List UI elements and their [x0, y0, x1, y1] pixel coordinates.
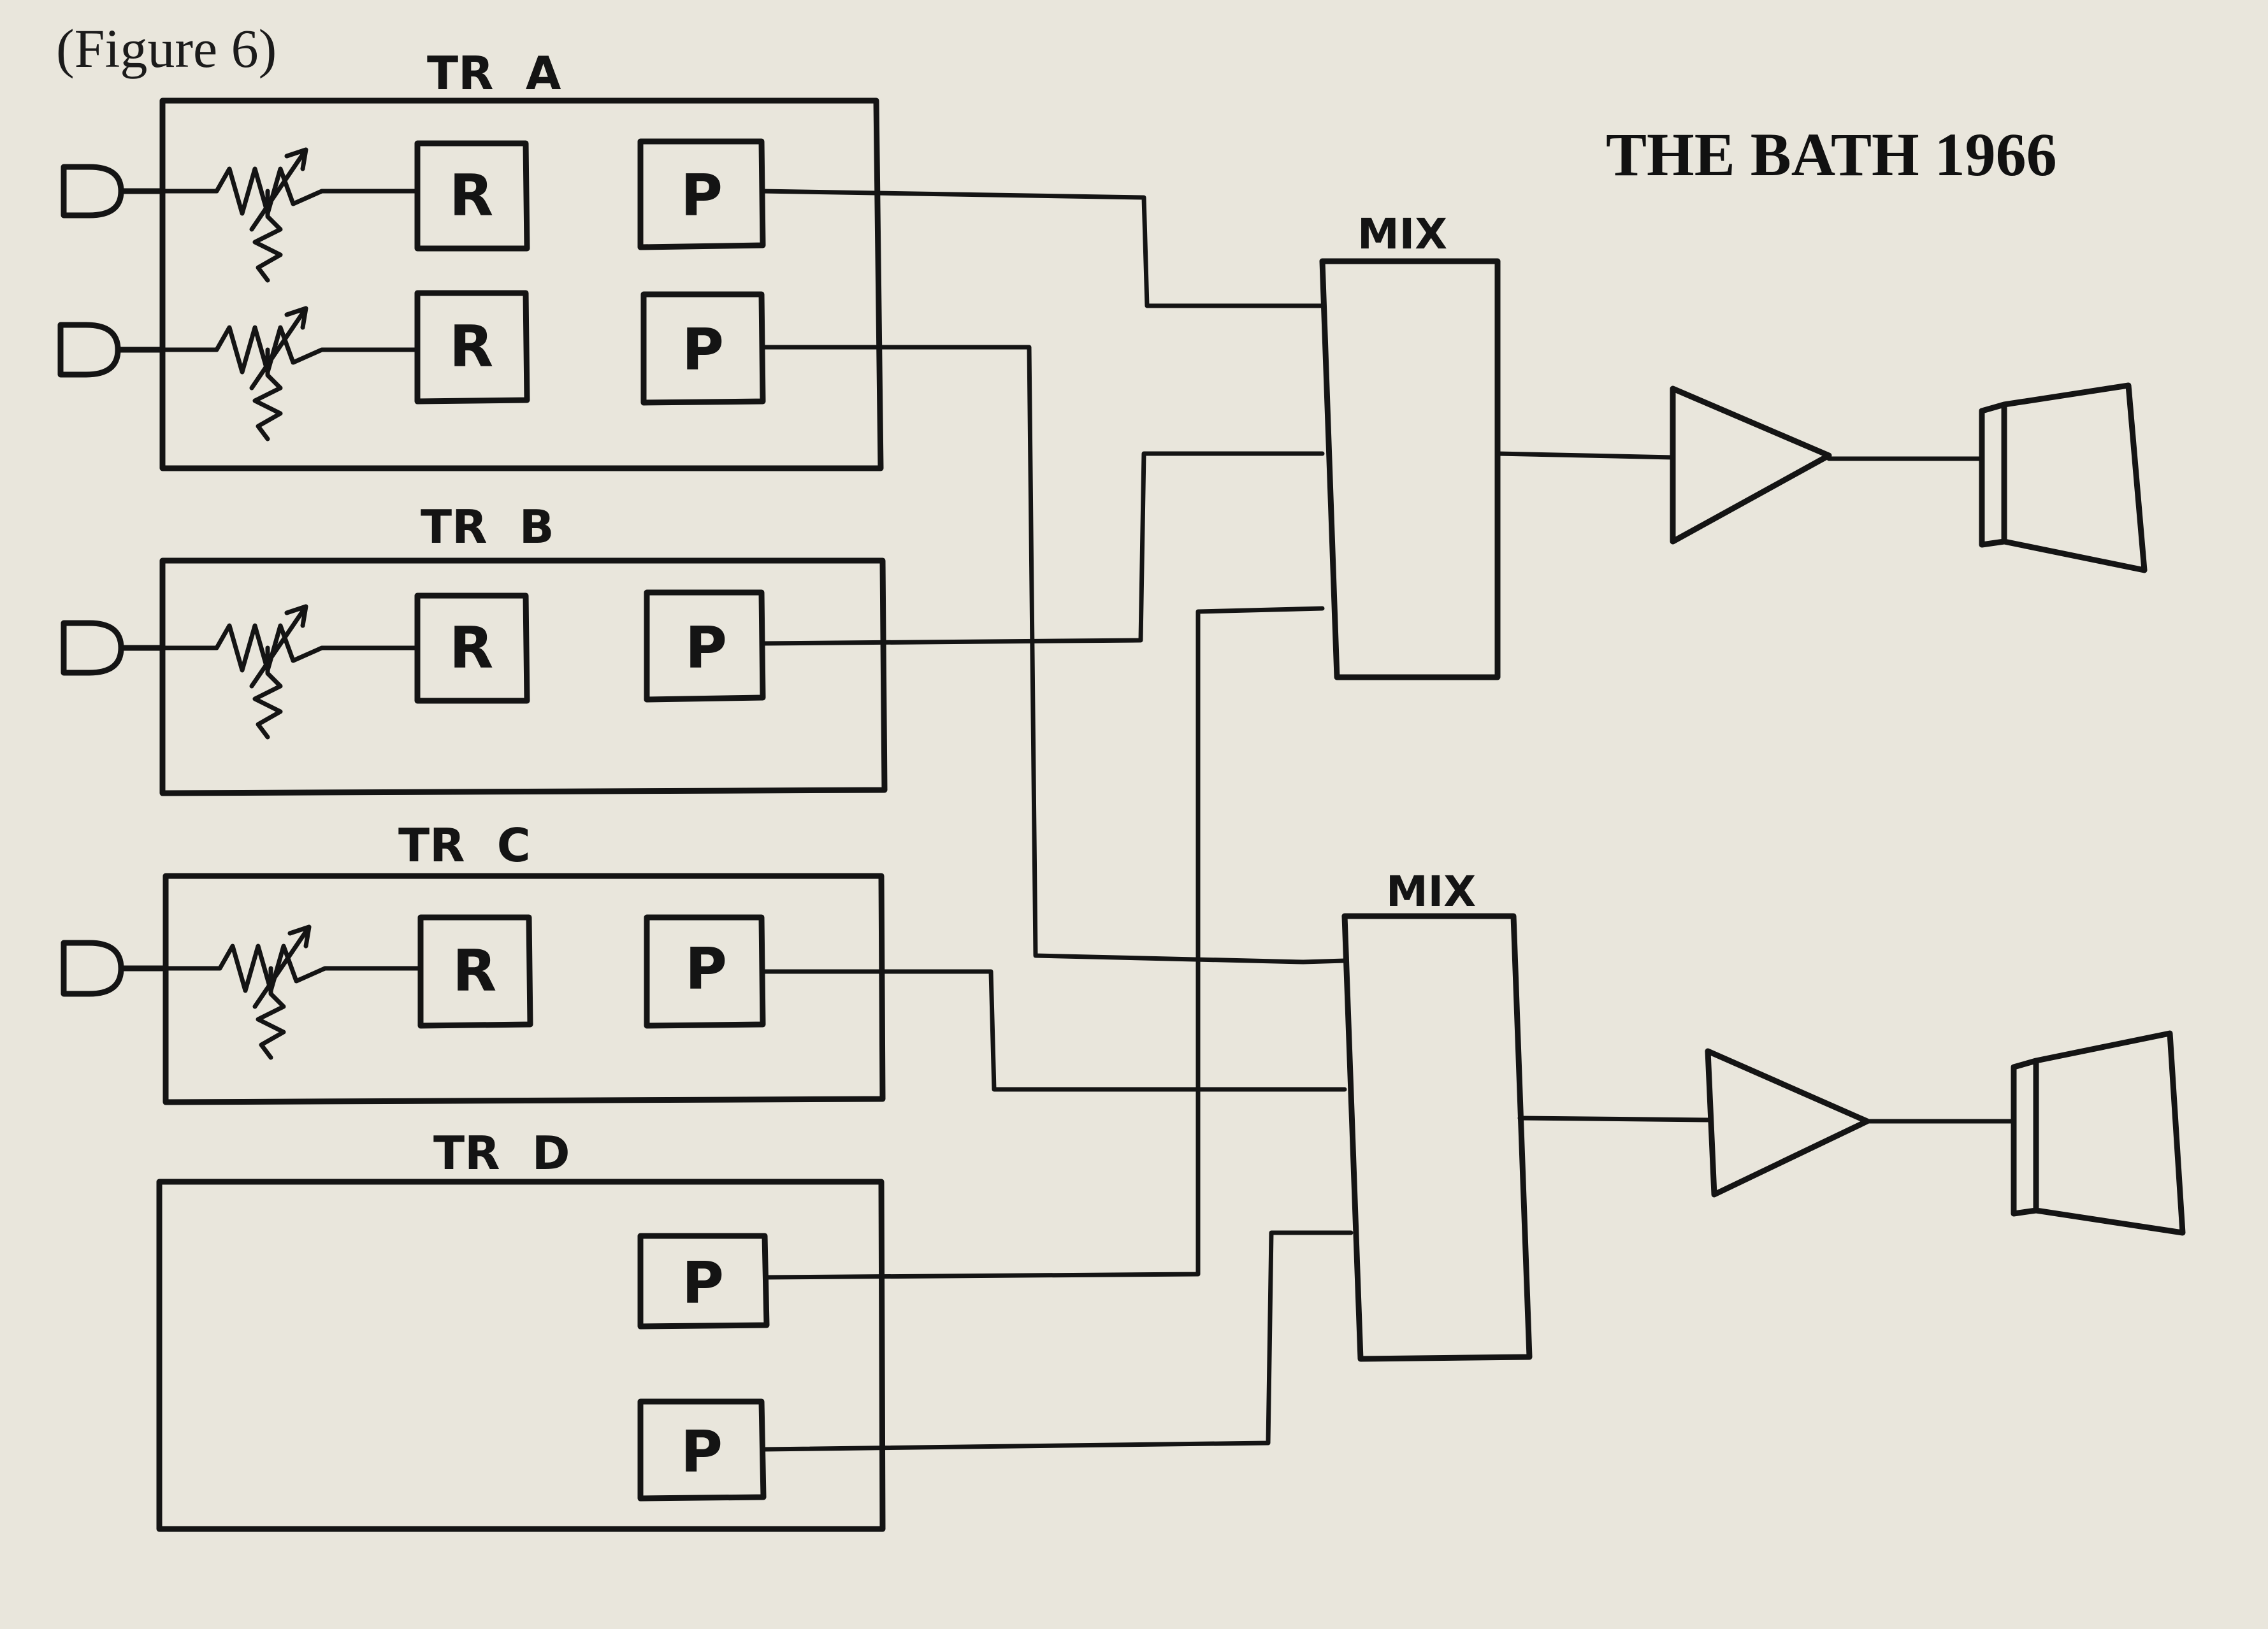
svg-text:MIX: MIX	[1357, 210, 1447, 259]
svg-text:P: P	[682, 1250, 724, 1317]
record-head-a1: R	[414, 140, 530, 252]
figure-label: (Figure 6)	[56, 18, 277, 79]
loudspeaker-icon	[2011, 1030, 2186, 1236]
variable-resistor-icon	[160, 604, 420, 740]
playback-head-a1: P	[637, 138, 766, 250]
mixer-2: MIX	[1341, 867, 1533, 1362]
microphone-icon	[61, 620, 166, 676]
svg-text:R: R	[452, 938, 496, 1005]
diagram-title: THE BATH 1966	[1606, 120, 2057, 189]
playback-head-a2: P	[640, 291, 766, 406]
variable-resistor-icon	[160, 147, 420, 283]
record-head-a2: R	[414, 290, 530, 405]
svg-text:R: R	[449, 162, 493, 229]
track-d-label: TR D	[433, 1126, 570, 1180]
mixer-1: MIX	[1319, 210, 1501, 680]
signal-wiring	[759, 189, 2016, 1452]
track-c-box	[163, 873, 886, 1105]
playback-head-b: P	[644, 589, 766, 703]
microphone-icon	[57, 322, 166, 378]
svg-text:P: P	[685, 936, 727, 1003]
svg-text:R: R	[449, 313, 493, 380]
variable-resistor-icon	[160, 306, 420, 441]
variable-resistor-icon	[163, 924, 423, 1060]
playback-head-d2: P	[637, 1398, 767, 1502]
loudspeaker-icon	[1979, 382, 2148, 573]
track-c-label: TR C	[398, 819, 531, 872]
svg-text:P: P	[681, 162, 723, 229]
track-a-box	[159, 97, 884, 471]
amplifier-icon	[1670, 385, 1832, 545]
track-a-label: TR A	[427, 47, 561, 100]
svg-text:R: R	[449, 615, 493, 682]
track-d-box	[156, 1179, 886, 1532]
microphone-icon	[61, 164, 166, 219]
playback-head-d1: P	[637, 1233, 770, 1330]
svg-text:P: P	[681, 1419, 723, 1486]
track-b-label: TR B	[421, 500, 554, 554]
svg-text:P: P	[682, 317, 724, 384]
record-head-c: R	[417, 914, 533, 1029]
svg-text:MIX: MIX	[1386, 867, 1476, 916]
microphone-icon	[61, 940, 169, 997]
record-head-b: R	[414, 592, 530, 704]
svg-text:P: P	[685, 615, 727, 682]
playback-head-c: P	[644, 914, 766, 1029]
amplifier-icon	[1705, 1048, 1870, 1198]
track-b-box	[159, 557, 888, 796]
